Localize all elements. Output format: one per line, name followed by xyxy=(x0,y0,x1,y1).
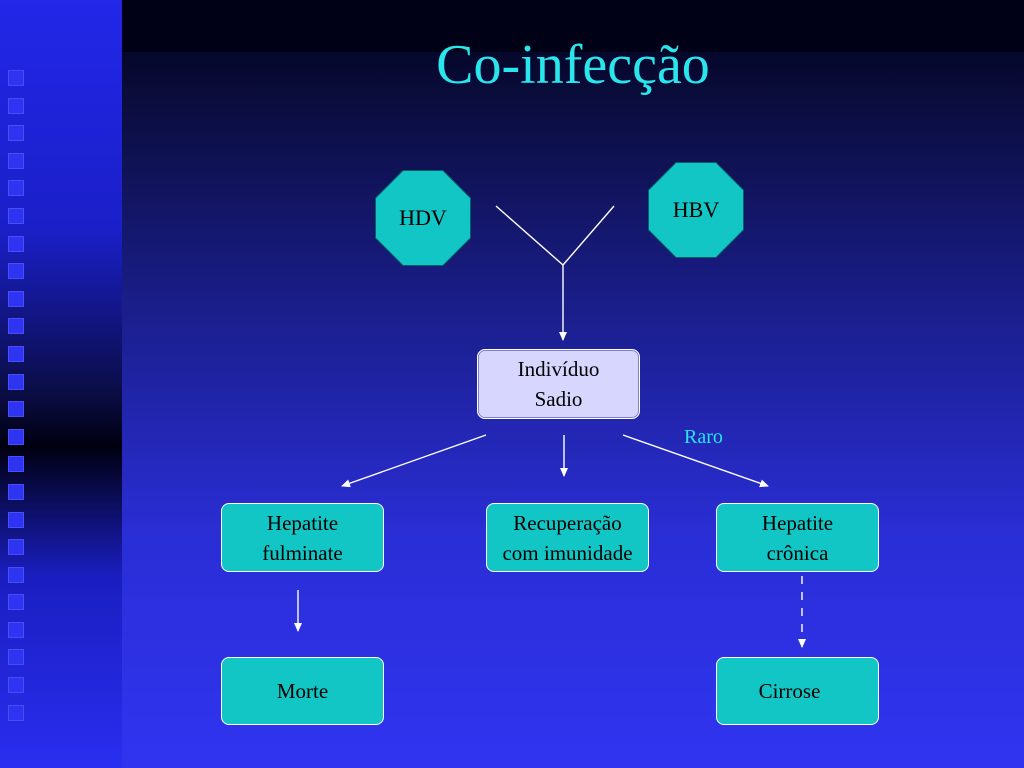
hepatite-cronica-node: Hepatite crônica xyxy=(716,503,879,572)
hdv-octagon: HDV xyxy=(375,170,471,266)
cronica-line2: crônica xyxy=(766,540,829,565)
cronica-line1: Hepatite xyxy=(761,510,834,535)
fulminante-line2: fulminate xyxy=(262,540,343,565)
edge-individuo-cronica xyxy=(622,434,769,488)
edge-hdv-merge xyxy=(495,205,564,266)
recuperacao-node: Recuperação com imunidade xyxy=(486,503,649,572)
hbv-octagon: HBV xyxy=(648,162,744,258)
hbv-label: HBV xyxy=(672,197,720,222)
morte-node: Morte xyxy=(221,657,384,725)
recuperacao-line1: Recuperação xyxy=(513,510,622,535)
cirrose-node: Cirrose xyxy=(716,657,879,725)
morte-label: Morte xyxy=(276,679,329,703)
individuo-line2: Sadio xyxy=(534,387,583,411)
raro-label: Raro xyxy=(684,426,723,448)
top-band xyxy=(122,0,1024,52)
edge-individuo-fulminante xyxy=(341,434,487,488)
decorative-squares xyxy=(8,70,24,732)
individuo-line1: Indivíduo xyxy=(517,357,600,381)
fulminante-line1: Hepatite xyxy=(266,510,339,535)
hdv-label: HDV xyxy=(399,205,447,230)
individuo-sadio-node: Indivíduo Sadio xyxy=(477,349,640,419)
slide-title: Co-infecção xyxy=(436,34,710,96)
cirrose-label: Cirrose xyxy=(758,679,821,703)
hepatite-fulminante-node: Hepatite fulminate xyxy=(221,503,384,572)
recuperacao-line2: com imunidade xyxy=(502,540,633,565)
edge-hbv-merge xyxy=(562,205,615,266)
left-sidebar xyxy=(0,0,122,768)
